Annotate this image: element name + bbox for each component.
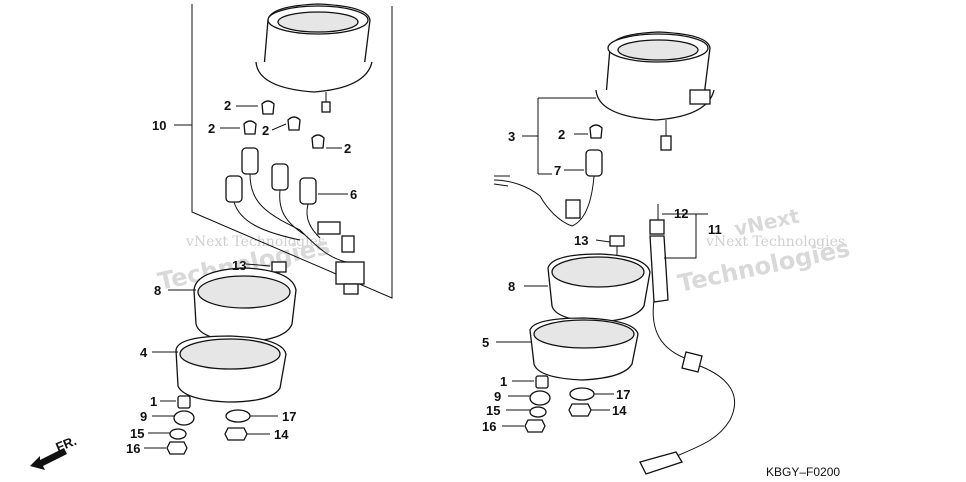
nut-16-right bbox=[524, 419, 546, 433]
label-10: 10 bbox=[152, 118, 166, 133]
speedometer-left bbox=[255, 3, 373, 113]
label-17-a: 17 bbox=[282, 409, 296, 424]
diagram-code: KBGY–F0200 bbox=[766, 465, 840, 479]
label-14-b: 14 bbox=[612, 403, 627, 418]
label-16-b: 16 bbox=[482, 419, 496, 434]
front-arrow-icon: FR. bbox=[30, 433, 79, 470]
cover-right bbox=[529, 317, 639, 381]
washer-15-left bbox=[169, 428, 187, 440]
speedometer-cable bbox=[639, 204, 736, 475]
washer-15-right bbox=[529, 406, 547, 418]
washer-9-left bbox=[173, 410, 195, 426]
label-2-d: 2 bbox=[344, 141, 351, 156]
label-13-b: 13 bbox=[574, 233, 588, 248]
label-4: 4 bbox=[140, 345, 148, 360]
label-1-b: 1 bbox=[500, 374, 507, 389]
bulb-icon-group bbox=[243, 100, 325, 149]
label-2-e: 2 bbox=[558, 127, 565, 142]
label-8-b: 8 bbox=[508, 279, 515, 294]
nut-16-left bbox=[166, 441, 188, 455]
label-2-b: 2 bbox=[208, 121, 215, 136]
bracket-10 bbox=[191, 4, 393, 299]
washer-17-right bbox=[569, 387, 595, 401]
case-left bbox=[193, 267, 297, 343]
label-13-a: 13 bbox=[232, 258, 246, 273]
label-14-a: 14 bbox=[274, 427, 289, 442]
label-8-a: 8 bbox=[154, 283, 161, 298]
speedometer-right bbox=[595, 31, 715, 151]
socket-right bbox=[493, 149, 603, 227]
grommet-right bbox=[535, 375, 549, 389]
wire-harness-left bbox=[225, 147, 365, 295]
label-2-a: 2 bbox=[224, 98, 231, 113]
label-1-a: 1 bbox=[150, 394, 157, 409]
svg-text:FR.: FR. bbox=[54, 433, 79, 455]
cover-left bbox=[175, 335, 287, 403]
label-7: 7 bbox=[554, 163, 561, 178]
label-9-a: 9 bbox=[140, 409, 147, 424]
washer-17-left bbox=[225, 409, 251, 423]
washer-9-right bbox=[529, 390, 551, 406]
label-5: 5 bbox=[482, 335, 489, 350]
nut-14-right bbox=[568, 403, 592, 417]
label-12: 12 bbox=[674, 206, 688, 221]
label-2-c: 2 bbox=[262, 123, 269, 138]
label-17-b: 17 bbox=[616, 387, 630, 402]
watermark-right-line: vNext Technologies bbox=[705, 234, 845, 250]
grommet-left bbox=[177, 395, 191, 409]
nut-14-left bbox=[224, 427, 248, 441]
bulb-icon-right bbox=[589, 124, 603, 139]
label-9-b: 9 bbox=[494, 389, 501, 404]
label-15-b: 15 bbox=[486, 403, 500, 418]
label-3: 3 bbox=[508, 129, 515, 144]
label-6: 6 bbox=[350, 187, 357, 202]
label-15-a: 15 bbox=[130, 426, 144, 441]
case-right bbox=[547, 253, 651, 323]
label-16-a: 16 bbox=[126, 441, 140, 456]
label-11: 11 bbox=[708, 222, 722, 237]
